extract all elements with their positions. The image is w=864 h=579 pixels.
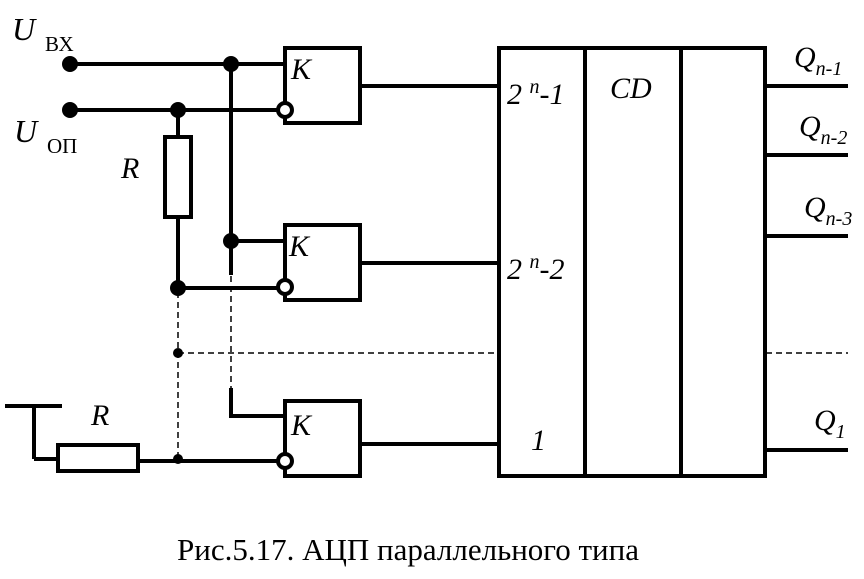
output-q-n3: Qn-3 [804, 191, 852, 230]
label-uop-sub: ОП [47, 134, 77, 158]
inverting-input-1 [276, 101, 294, 119]
label-uop: U [14, 113, 39, 149]
dashed-lines [177, 276, 848, 458]
encoder-input-3: 1 [531, 424, 546, 457]
node-r-k2 [170, 280, 186, 296]
junctions [62, 56, 239, 464]
encoder-title: CD [610, 72, 652, 105]
label-r-top: R [120, 152, 139, 185]
label-uvx: U [12, 11, 37, 47]
node-uop [170, 102, 186, 118]
figure-caption: Рис.5.17. АЦП параллельного типа [177, 532, 639, 567]
terminal-uop [62, 102, 78, 118]
label-uvx-sub: ВХ [45, 32, 74, 56]
label-k3: K [290, 409, 313, 442]
encoder-block [497, 46, 767, 478]
comparator-1 [276, 46, 362, 125]
inverting-input-3 [276, 452, 294, 470]
label-r-bottom: R [90, 399, 109, 432]
resistor-top [163, 135, 193, 219]
output-q-1: Q1 [814, 404, 846, 443]
output-q-n2: Qn-2 [799, 110, 847, 149]
encoder-input-1: 2 n-1 [507, 76, 565, 111]
node-r2-k3 [173, 454, 183, 464]
node-uvx [223, 56, 239, 72]
label-k1: K [290, 53, 313, 86]
label-k2: K [288, 230, 311, 263]
node-dash-mid [173, 348, 183, 358]
node-uvx-k2 [223, 233, 239, 249]
comparator-2 [276, 223, 362, 302]
wires [5, 62, 848, 463]
output-q-n1: Qn-1 [794, 41, 842, 80]
comparator-3 [276, 399, 362, 478]
resistor-bottom [56, 443, 140, 473]
terminal-uvx [62, 56, 78, 72]
inverting-input-2 [276, 278, 294, 296]
encoder-input-2: 2 n-2 [507, 251, 565, 286]
